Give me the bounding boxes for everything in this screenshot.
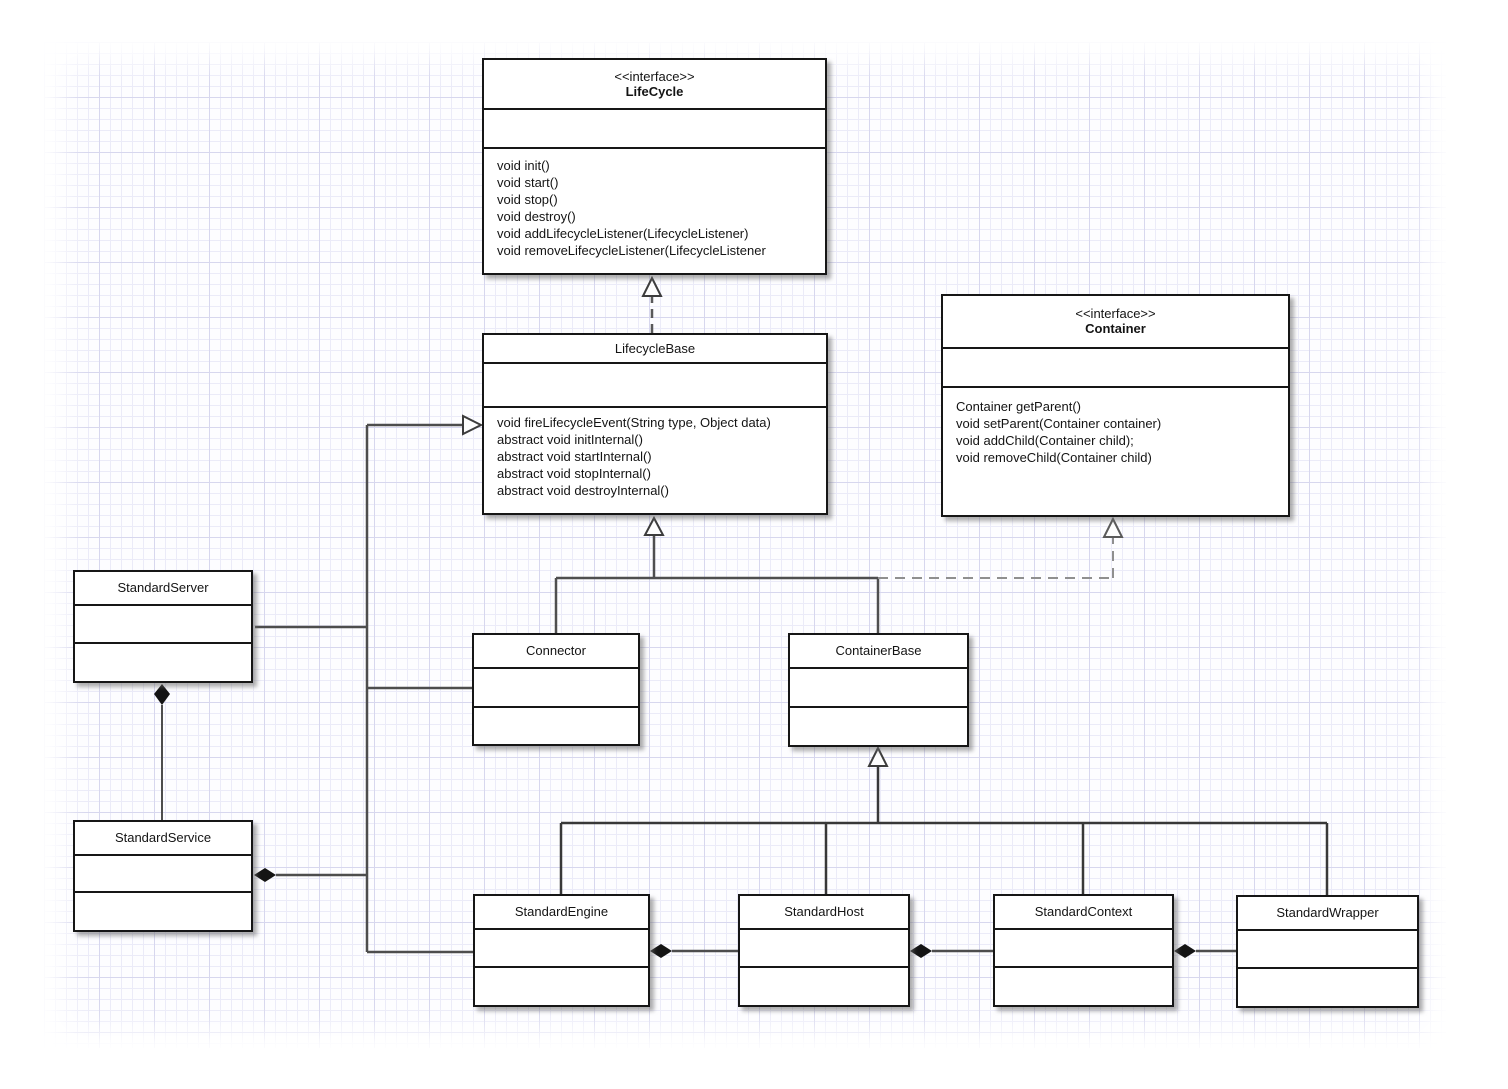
class-name: Container [1085,321,1146,336]
methods-compartment: void init() void start() void stop() void d… [484,149,825,273]
realization-containerbase-container [878,537,1114,579]
generalization-arrow-icon [641,275,663,297]
class-header: ContainerBase [790,635,967,669]
attributes-compartment [75,856,251,893]
composition-standardengine-standardhost [650,944,738,958]
class-container: <<interface>> Container Container getPar… [941,294,1290,517]
composition-diamond-icon [154,684,170,705]
generalization-into-lifecyclebase [554,535,880,633]
method-line: void removeLifecycleListener(LifecycleLi… [497,243,766,258]
class-header: StandardHost [740,896,908,930]
class-name: ContainerBase [835,643,922,658]
generalization-into-containerbase [559,766,1329,895]
class-lifecycle: <<interface>> LifeCycle void init()void … [482,58,827,275]
methods-compartment [1238,969,1417,1006]
generalization-arrow-icon [643,515,665,536]
method-line: abstract void destroyInternal() [497,483,669,498]
attributes-compartment [474,669,638,708]
method-line: abstract void stopInternal() [497,466,651,481]
method-line: void init() [497,158,550,173]
class-name: StandardWrapper [1276,905,1379,920]
left-trunk-edges [255,423,473,954]
class-header: StandardWrapper [1238,897,1417,931]
methods-compartment [75,893,251,930]
composition-diamond-icon [1174,944,1196,958]
class-header: <<interface>> Container [943,296,1288,349]
composition-diamond-icon [910,944,932,958]
class-standardhost: StandardHost [738,894,910,1007]
class-header: StandardService [75,822,251,856]
class-header: StandardContext [995,896,1172,930]
attributes-compartment [475,930,648,968]
method-line: void stop() [497,192,558,207]
composition-standardhost-standardcontext [910,944,993,958]
method-line: abstract void startInternal() [497,449,652,464]
method-line: void fireLifecycleEvent(String type, Obj… [497,415,771,430]
methods-compartment [790,708,967,745]
class-standardcontext: StandardContext [993,894,1174,1007]
composition-diamond-icon [254,868,276,882]
methods-compartment [474,708,638,744]
composition-standardserver-standardservice [154,684,170,820]
class-standardwrapper: StandardWrapper [1236,895,1419,1008]
class-connector: Connector [472,633,640,746]
attributes-compartment [1238,931,1417,969]
realization-lifecyclebase-lifecycle [641,275,663,333]
methods-compartment: void fireLifecycleEvent(String type, Obj… [484,408,826,513]
class-name: StandardEngine [514,904,609,919]
class-header: <<interface>> LifeCycle [484,60,825,110]
attributes-compartment [75,606,251,644]
attributes-compartment [943,349,1288,388]
class-header: StandardServer [75,572,251,606]
class-standardengine: StandardEngine [473,894,650,1007]
method-line: void addChild(Container child); [956,433,1134,448]
class-name: StandardContext [1034,904,1133,919]
generalization-arrow-icon [1102,516,1124,538]
class-name: StandardHost [784,904,864,919]
class-name: StandardService [114,830,212,845]
attributes-compartment [484,110,825,149]
generalization-arrow-icon [462,414,484,436]
composition-standardcontext-standardwrapper [1174,944,1236,958]
method-line: void destroy() [497,209,576,224]
class-header: StandardEngine [475,896,648,930]
attributes-compartment [740,930,908,968]
class-name: LifecycleBase [614,340,696,356]
methods-compartment [475,968,648,1005]
class-name: Connector [526,643,586,658]
attributes-compartment [484,364,826,408]
composition-diamond-icon [650,944,672,958]
class-standardserver: StandardServer [73,570,253,683]
method-line: void removeChild(Container child) [956,450,1152,465]
method-line: void addLifecycleListener(LifecycleListe… [497,226,749,241]
class-name: StandardServer [117,580,209,595]
stereotype-label: <<interface>> [1075,306,1156,321]
class-standardservice: StandardService [73,820,253,932]
methods-compartment: Container getParent() void setParent(Cont… [943,388,1288,515]
generalization-arrow-icon [867,745,889,767]
stereotype-label: <<interface>> [614,68,695,84]
attributes-compartment [995,930,1172,968]
class-name: LifeCycle [625,83,684,99]
methods-compartment [740,968,908,1005]
class-lifecyclebase: LifecycleBase void fireLifecycleEvent(St… [482,333,828,515]
method-line: abstract void initInternal() [497,432,643,447]
attributes-compartment [790,669,967,708]
method-line: void start() [497,175,559,190]
class-containerbase: ContainerBase [788,633,969,747]
method-line: void setParent(Container container) [956,416,1162,431]
methods-compartment [75,644,251,681]
class-header: Connector [474,635,638,669]
method-line: Container getParent() [956,399,1082,414]
class-header: LifecycleBase [484,335,826,364]
methods-compartment [995,968,1172,1005]
